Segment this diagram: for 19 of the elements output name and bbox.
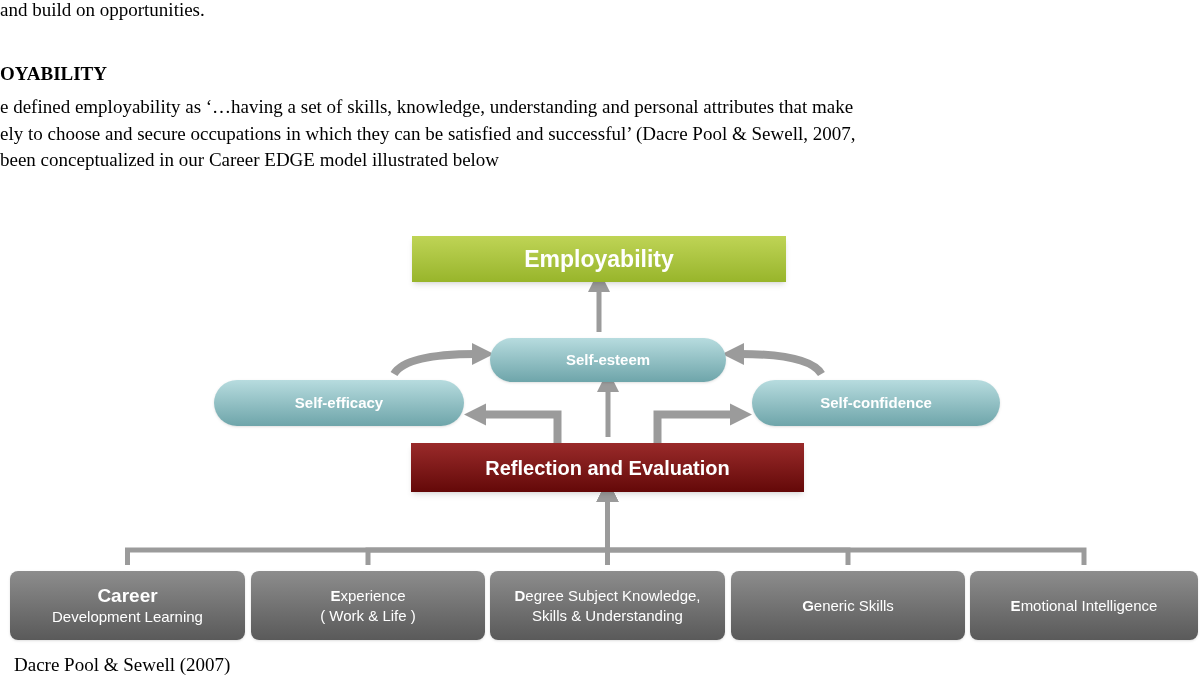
body-text: e defined employability as ‘…having a set of skills, knowledge, understanding and personal attributes that make xyxy=(0,95,854,119)
category-box: Degree Subject Knowledge, Skills & Understanding xyxy=(490,571,725,640)
body-text: been conceptualized in our Career EDGE model illustrated below xyxy=(0,148,500,172)
arrow xyxy=(722,343,825,377)
category-box: Experience ( Work & Life ) xyxy=(251,571,485,640)
rounded-pill: Self-confidence xyxy=(752,380,1000,426)
body-text: ely to choose and secure occupations in which they can be satisfied and successful’ (Dacre Pool & Sewell, 2007, xyxy=(0,122,856,146)
category-box: Generic Skills xyxy=(731,571,965,640)
category-box: Emotional Intelligence xyxy=(970,571,1198,640)
rounded-pill: Self-efficacy xyxy=(214,380,464,426)
arrow xyxy=(653,403,752,443)
category-box: Career Development Learning xyxy=(10,571,245,640)
outcome-box: Employability xyxy=(412,236,786,282)
arrow xyxy=(464,403,562,443)
body-text: and build on opportunities. xyxy=(0,0,205,22)
process-box: Reflection and Evaluation xyxy=(411,443,804,492)
rounded-pill: Self-esteem xyxy=(490,338,726,382)
section-heading: OYABILITY xyxy=(0,62,107,86)
source-note: Dacre Pool & Sewell (2007) xyxy=(14,653,231,675)
